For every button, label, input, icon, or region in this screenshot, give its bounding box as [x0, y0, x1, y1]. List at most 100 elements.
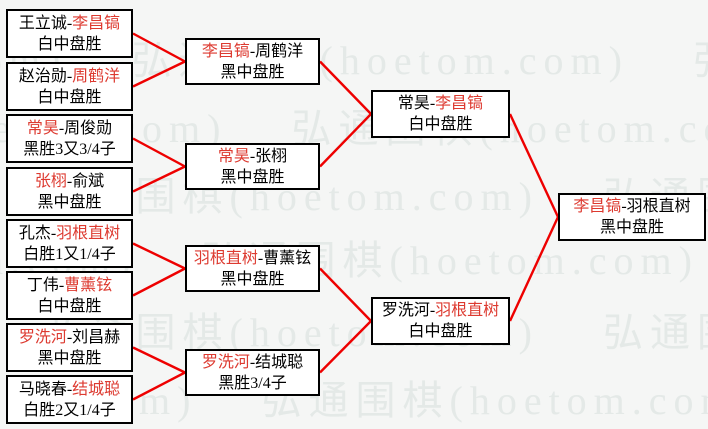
- match-box-r1-5: 孔杰-羽根直树 白胜1又1/4子: [6, 219, 133, 268]
- connector-line: [132, 60, 186, 88]
- match-box-r1-8: 马晓春-结城聪 白胜2又1/4子: [6, 375, 133, 424]
- connector-line: [319, 320, 372, 374]
- match-players: 马晓春-结城聪: [8, 379, 131, 400]
- match-players: 丁伟-曹薰铉: [8, 275, 131, 296]
- player-name: 俞斌: [72, 172, 105, 190]
- separator: -: [249, 147, 256, 165]
- match-box-r1-4: 张栩-俞斌 黑中盘胜: [6, 167, 133, 216]
- match-box-final: 李昌镐-羽根直树 黑中盘胜: [558, 193, 706, 241]
- connector-line: [132, 242, 186, 270]
- connector-line: [319, 267, 372, 322]
- player-name: 李昌镐: [573, 198, 622, 215]
- separator: -: [58, 119, 65, 137]
- separator: -: [58, 276, 65, 294]
- match-players: 李昌镐-羽根直树: [560, 196, 704, 217]
- match-result: 黑胜3又3/4子: [23, 140, 116, 158]
- separator: -: [249, 353, 256, 371]
- match-players: 罗洗河-羽根直树: [373, 300, 508, 321]
- separator: -: [66, 172, 73, 190]
- match-box-r2-4: 罗洗河-结城聪 黑胜3/4子: [185, 349, 320, 396]
- player-name: 李昌镐: [72, 14, 121, 32]
- player-name: 罗洗河: [201, 353, 250, 371]
- match-players: 常昊-张栩: [187, 146, 318, 167]
- match-players: 赵治勋-周鹤洋: [8, 66, 131, 87]
- connector-line: [508, 113, 560, 218]
- player-name: 曹薰铉: [64, 276, 113, 294]
- match-players: 羽根直树-曹薰铉: [187, 248, 318, 269]
- match-result: 黑胜3/4子: [218, 374, 287, 392]
- match-players: 罗洗河-刘昌赫: [8, 327, 131, 348]
- match-players: 罗洗河-结城聪: [187, 352, 318, 373]
- match-result: 黑中盘胜: [220, 168, 285, 186]
- connector-line: [319, 113, 372, 168]
- connector-line: [132, 137, 186, 168]
- player-name: 刘昌赫: [72, 328, 121, 346]
- player-name: 周俊勋: [64, 119, 113, 137]
- separator: -: [66, 67, 73, 85]
- match-result: 白中盘胜: [37, 35, 102, 53]
- player-name: 常昊: [26, 119, 59, 137]
- connector-line: [132, 371, 186, 401]
- match-box-r1-6: 丁伟-曹薰铉 白中盘胜: [6, 271, 133, 320]
- match-result: 黑中盘胜: [37, 193, 102, 211]
- match-players: 常昊-周俊勋: [8, 118, 131, 139]
- match-box-r1-3: 常昊-周俊勋 黑胜3又3/4子: [6, 114, 133, 163]
- player-name: 罗洗河: [18, 328, 67, 346]
- match-result: 黑中盘胜: [37, 349, 102, 367]
- player-name: 曹薰铉: [263, 249, 312, 267]
- player-name: 结城聪: [72, 380, 121, 398]
- match-box-sf-1: 常昊-李昌镐 白中盘胜: [371, 90, 510, 138]
- match-players: 张栩-俞斌: [8, 171, 131, 192]
- match-result: 白胜1又1/4子: [23, 245, 116, 263]
- player-name: 常昊: [397, 95, 430, 112]
- connector-line: [319, 60, 372, 115]
- player-name: 结城聪: [255, 353, 304, 371]
- match-box-r1-2: 赵治勋-周鹤洋 白中盘胜: [6, 62, 133, 111]
- player-name: 羽根直树: [193, 249, 258, 267]
- match-players: 李昌镐-周鹤洋: [187, 41, 318, 62]
- player-name: 王立诚: [18, 14, 67, 32]
- player-name: 张栩: [255, 147, 288, 165]
- match-box-r2-3: 羽根直树-曹薰铉 黑中盘胜: [185, 245, 320, 292]
- match-result: 白中盘胜: [408, 116, 473, 133]
- player-name: 周鹤洋: [255, 42, 304, 60]
- player-name: 羽根直树: [626, 198, 691, 215]
- match-result: 黑中盘胜: [220, 270, 285, 288]
- connector-line: [508, 216, 560, 322]
- separator: -: [257, 249, 264, 267]
- player-name: 常昊: [217, 147, 250, 165]
- separator: -: [249, 42, 256, 60]
- player-name: 周鹤洋: [72, 67, 121, 85]
- separator: -: [66, 328, 73, 346]
- separator: -: [50, 224, 57, 242]
- separator: -: [429, 95, 436, 112]
- match-result: 黑中盘胜: [220, 63, 285, 81]
- match-players: 常昊-李昌镐: [373, 93, 508, 114]
- player-name: 张栩: [34, 172, 67, 190]
- match-players: 孔杰-羽根直树: [8, 223, 131, 244]
- player-name: 李昌镐: [201, 42, 250, 60]
- player-name: 羽根直树: [56, 224, 121, 242]
- separator: -: [66, 14, 73, 32]
- match-result: 白胜2又1/4子: [23, 401, 116, 419]
- player-name: 孔杰: [18, 224, 51, 242]
- player-name: 马晓春: [18, 380, 67, 398]
- connector-line: [132, 267, 186, 297]
- match-box-r2-2: 常昊-张栩 黑中盘胜: [185, 143, 320, 190]
- connector-line: [132, 32, 186, 63]
- player-name: 李昌镐: [435, 95, 484, 112]
- separator: -: [66, 380, 73, 398]
- connector-line: [132, 346, 186, 374]
- match-box-sf-2: 罗洗河-羽根直树 白中盘胜: [371, 297, 510, 345]
- separator: -: [621, 198, 627, 215]
- match-box-r1-1: 王立诚-李昌镐 白中盘胜: [6, 9, 133, 58]
- match-box-r1-7: 罗洗河-刘昌赫 黑中盘胜: [6, 323, 133, 372]
- match-result: 白中盘胜: [408, 323, 473, 340]
- player-name: 赵治勋: [18, 67, 67, 85]
- separator: -: [429, 302, 436, 319]
- match-result: 白中盘胜: [37, 88, 102, 106]
- player-name: 罗洗河: [381, 302, 430, 319]
- player-name: 丁伟: [26, 276, 59, 294]
